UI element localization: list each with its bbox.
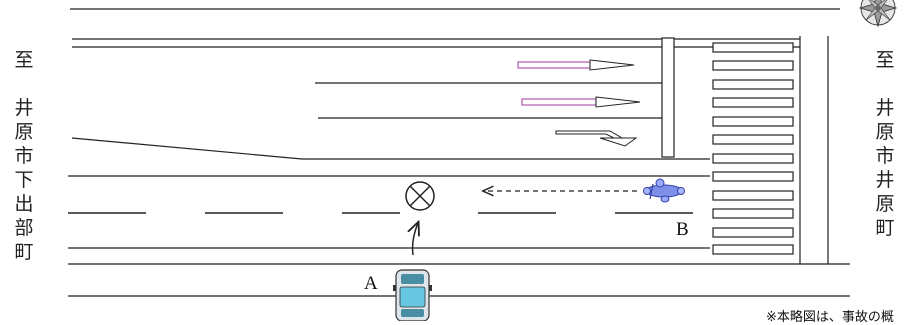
vehicle-b-label: B <box>676 219 689 240</box>
crosswalk-stripe <box>712 42 794 53</box>
crosswalk-stripe <box>712 79 794 90</box>
direction-label-right: 至 井原市井原町 <box>875 49 895 239</box>
crosswalk-stripe <box>712 171 794 182</box>
lane-arrow-right-turn <box>555 130 638 147</box>
crosswalk-stripe <box>712 190 794 201</box>
stop-line <box>661 37 675 158</box>
crosswalk-stripe <box>712 97 794 108</box>
crosswalk <box>712 42 794 255</box>
lane-arrow-straight <box>517 59 635 71</box>
crosswalk-stripe <box>712 244 794 255</box>
crosswalk-stripe <box>712 227 794 238</box>
crosswalk-stripe <box>712 208 794 219</box>
car-path-arrow <box>413 223 418 256</box>
collision-point-icon <box>405 181 435 211</box>
vehicle-a-label: A <box>364 273 378 294</box>
crosswalk-stripe <box>712 60 794 71</box>
crosswalk-stripe <box>712 116 794 127</box>
lane-arrow-straight <box>521 96 641 108</box>
motorcycle-b-icon <box>643 178 685 203</box>
crosswalk-stripe <box>712 153 794 164</box>
direction-label-left: 至 井原市下出部町 <box>14 49 34 263</box>
crosswalk-stripe <box>712 134 794 145</box>
car-a-icon <box>393 269 432 321</box>
taper-line <box>71 137 303 160</box>
compass-icon <box>858 0 898 28</box>
road-lines <box>68 8 850 297</box>
footnote: ※本略図は、事故の概 <box>766 310 894 325</box>
